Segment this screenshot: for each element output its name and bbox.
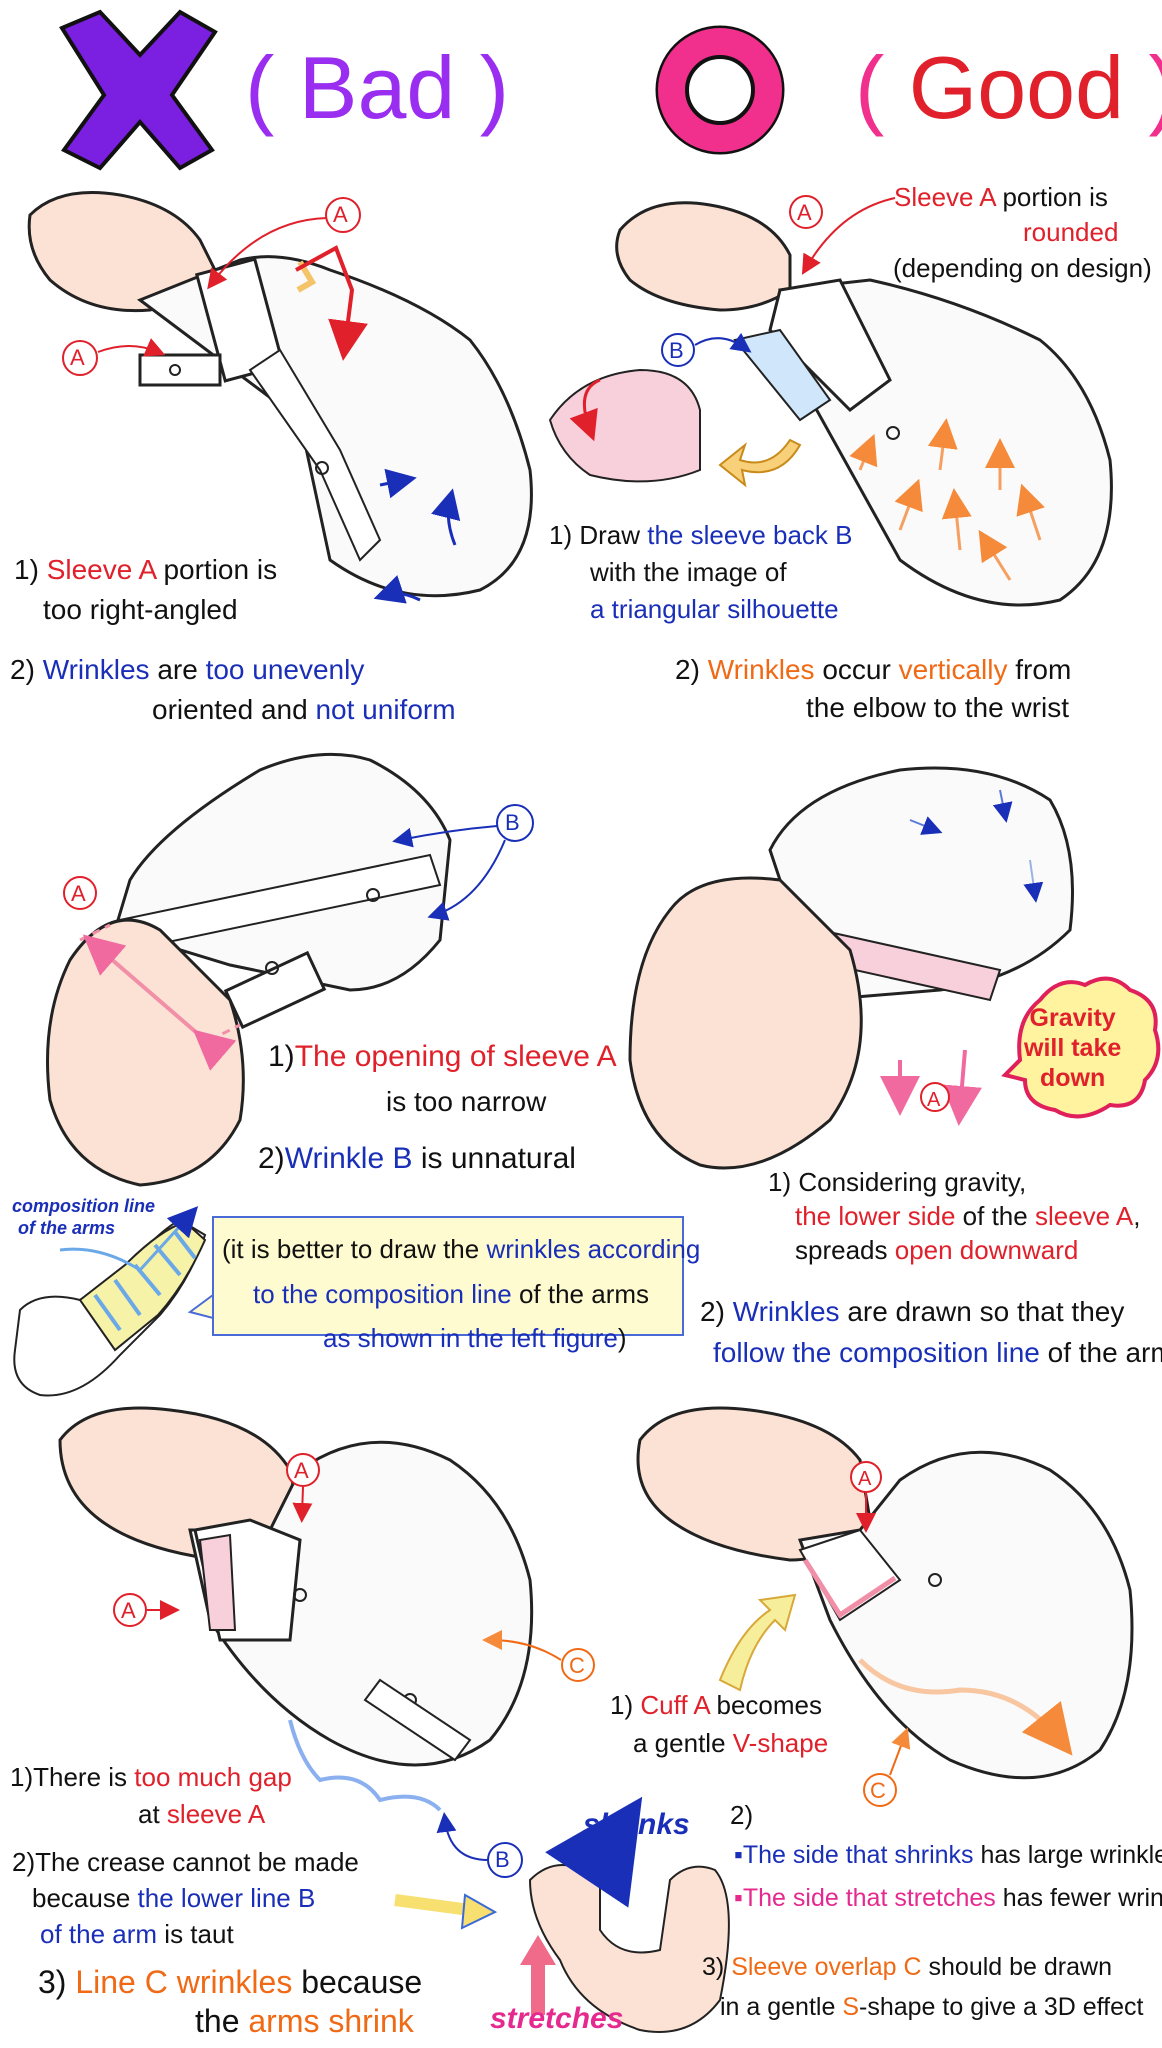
good-1-point-1-line-3: a triangular silhouette bbox=[590, 594, 839, 624]
bad-title: Bad bbox=[298, 38, 456, 137]
good-2-point-2: 2) Wrinkles are drawn so that they bbox=[700, 1296, 1125, 1327]
flex-arm-figure bbox=[394, 1796, 730, 2033]
good-3-point-1: 1) Cuff A becomes bbox=[610, 1690, 823, 1720]
note-box-line-1: (it is better to draw the wrinkles accor… bbox=[222, 1234, 701, 1264]
marker-letter-a: A bbox=[70, 345, 85, 370]
good-3-point-2: 2) bbox=[730, 1800, 754, 1830]
good-1-point-1-line-2: with the image of bbox=[590, 557, 787, 587]
bad-1-point-1: 1) Sleeve A portion is bbox=[14, 554, 278, 585]
marker-a-good-2 bbox=[920, 1082, 950, 1112]
marker-letter-a: A bbox=[927, 1089, 941, 1111]
note-box bbox=[187, 1216, 684, 1336]
marker-a-bad-3-top bbox=[286, 1453, 320, 1523]
bad-1-point-2-line-2: oriented and not uniform bbox=[152, 694, 456, 725]
marker-b-bad-2 bbox=[392, 804, 534, 921]
bad-3-point-3-line-2: the arms shrink bbox=[195, 2003, 414, 2039]
bad-3-point-2-line-2: because the lower line B bbox=[32, 1883, 316, 1913]
marker-c-good-3 bbox=[863, 1727, 911, 1807]
good-2-point-1: 1) Considering gravity, bbox=[768, 1167, 1027, 1197]
marker-letter-a: A bbox=[71, 881, 86, 906]
bad-paren-close: ) bbox=[479, 38, 510, 137]
good-1-note-line-3: (depending on design) bbox=[893, 253, 1152, 283]
bad-3-point-2-line-3: of the arm is taut bbox=[40, 1919, 234, 1949]
marker-letter-a: A bbox=[797, 200, 812, 225]
marker-letter-c: C bbox=[569, 1653, 585, 1678]
marker-letter-b: B bbox=[505, 810, 520, 835]
note-box-line-3: as shown in the left figure) bbox=[323, 1323, 627, 1353]
marker-letter-b: B bbox=[669, 338, 684, 363]
good-2-point-1-line-2: the lower side of the sleeve A, bbox=[795, 1201, 1141, 1231]
good-1-point-2: 2) Wrinkles occur vertically from bbox=[675, 654, 1072, 685]
good-arm-sleeve-figure-3 bbox=[636, 1406, 1134, 1780]
good-1-point-1: 1) Draw the sleeve back B bbox=[549, 520, 853, 550]
bad-paren-open: ( bbox=[245, 38, 275, 137]
marker-b-bad-3 bbox=[436, 1812, 523, 1878]
marker-letter-b: B bbox=[495, 1847, 510, 1872]
bad-3-point-1-line-2: at sleeve A bbox=[138, 1799, 266, 1829]
bad-2-point-1: 1)The opening of sleeve A bbox=[268, 1040, 617, 1073]
composition-line-label: composition line of the arms bbox=[12, 1196, 156, 1238]
good-3-point-2-bullet-1: ▪The side that shrinks has large wrinkle… bbox=[734, 1841, 1162, 1869]
good-3-point-3-line-2: in a gentle S-shape to give a 3D effect bbox=[720, 1993, 1144, 2021]
bad-3-point-3: 3) Line C wrinkles because bbox=[38, 1964, 423, 2000]
bad-3-point-1: 1)There is too much gap bbox=[10, 1762, 292, 1792]
marker-a-bad-3-left bbox=[113, 1593, 180, 1627]
bad-arm-sleeve-figure-2 bbox=[46, 752, 452, 1187]
good-title: Good bbox=[908, 38, 1125, 137]
good-arm-sleeve-figure-2 bbox=[628, 766, 1074, 1170]
bad-header-label: ( Bad ) bbox=[245, 38, 509, 138]
marker-letter-a: A bbox=[858, 1468, 872, 1490]
bad-3-point-2: 2)The crease cannot be made bbox=[12, 1847, 359, 1877]
gravity-bubble bbox=[1001, 976, 1161, 1119]
marker-a-bad-1-left bbox=[62, 338, 166, 376]
good-3-point-2-bullet-2: ▪The side that stretches has fewer wrink… bbox=[734, 1884, 1162, 1912]
bad-1-point-1-line-2: too right-angled bbox=[43, 594, 238, 625]
good-2-point-2-line-2: follow the composition line of the arm bbox=[713, 1337, 1162, 1368]
good-1-note-line-1: Sleeve A portion is bbox=[894, 182, 1108, 212]
note-box-line-2: to the composition line of the arms bbox=[253, 1279, 650, 1309]
marker-letter-a: A bbox=[294, 1458, 309, 1483]
good-circle-icon bbox=[655, 25, 785, 155]
bad-x-icon bbox=[59, 9, 218, 171]
good-paren-close: ) bbox=[1149, 38, 1162, 137]
marker-a-bad-2 bbox=[63, 876, 97, 910]
bad-2-point-2: 2)Wrinkle B is unnatural bbox=[258, 1142, 576, 1175]
marker-a-good-3 bbox=[850, 1461, 882, 1533]
composition-line-figure bbox=[13, 1206, 207, 1397]
marker-a-bad-1-top bbox=[207, 197, 361, 290]
bad-1-point-2: 2) Wrinkles are too unevenly bbox=[10, 654, 365, 685]
marker-letter-a: A bbox=[333, 202, 348, 227]
stretches-label: stretches bbox=[490, 2002, 624, 2035]
marker-letter-c: C bbox=[870, 1778, 886, 1803]
good-arm-sleeve-figure-1 bbox=[548, 201, 1113, 607]
good-1-note-line-2: rounded bbox=[1023, 217, 1119, 247]
marker-b-good-1 bbox=[661, 332, 752, 367]
bad-arm-sleeve-figure-1 bbox=[27, 191, 533, 604]
shrinks-label: shrinks bbox=[583, 1808, 690, 1841]
bad-2-point-1-line-2: is too narrow bbox=[386, 1086, 547, 1117]
marker-c-bad-3 bbox=[482, 1630, 595, 1682]
good-2-point-1-line-3: spreads open downward bbox=[795, 1235, 1079, 1265]
good-header-label: ( Good ) bbox=[855, 38, 1162, 138]
good-3-point-1-line-2: a gentle V-shape bbox=[633, 1728, 829, 1758]
good-3-point-3: 3) Sleeve overlap C should be drawn bbox=[702, 1953, 1112, 1981]
marker-letter-a: A bbox=[121, 1598, 136, 1623]
good-1-point-2-line-2: the elbow to the wrist bbox=[806, 692, 1070, 723]
gravity-label: Gravity will take down bbox=[1024, 1004, 1122, 1092]
good-paren-open: ( bbox=[855, 38, 885, 137]
marker-a-good-1 bbox=[789, 195, 896, 275]
bad-arm-sleeve-figure-3 bbox=[58, 1406, 534, 1812]
